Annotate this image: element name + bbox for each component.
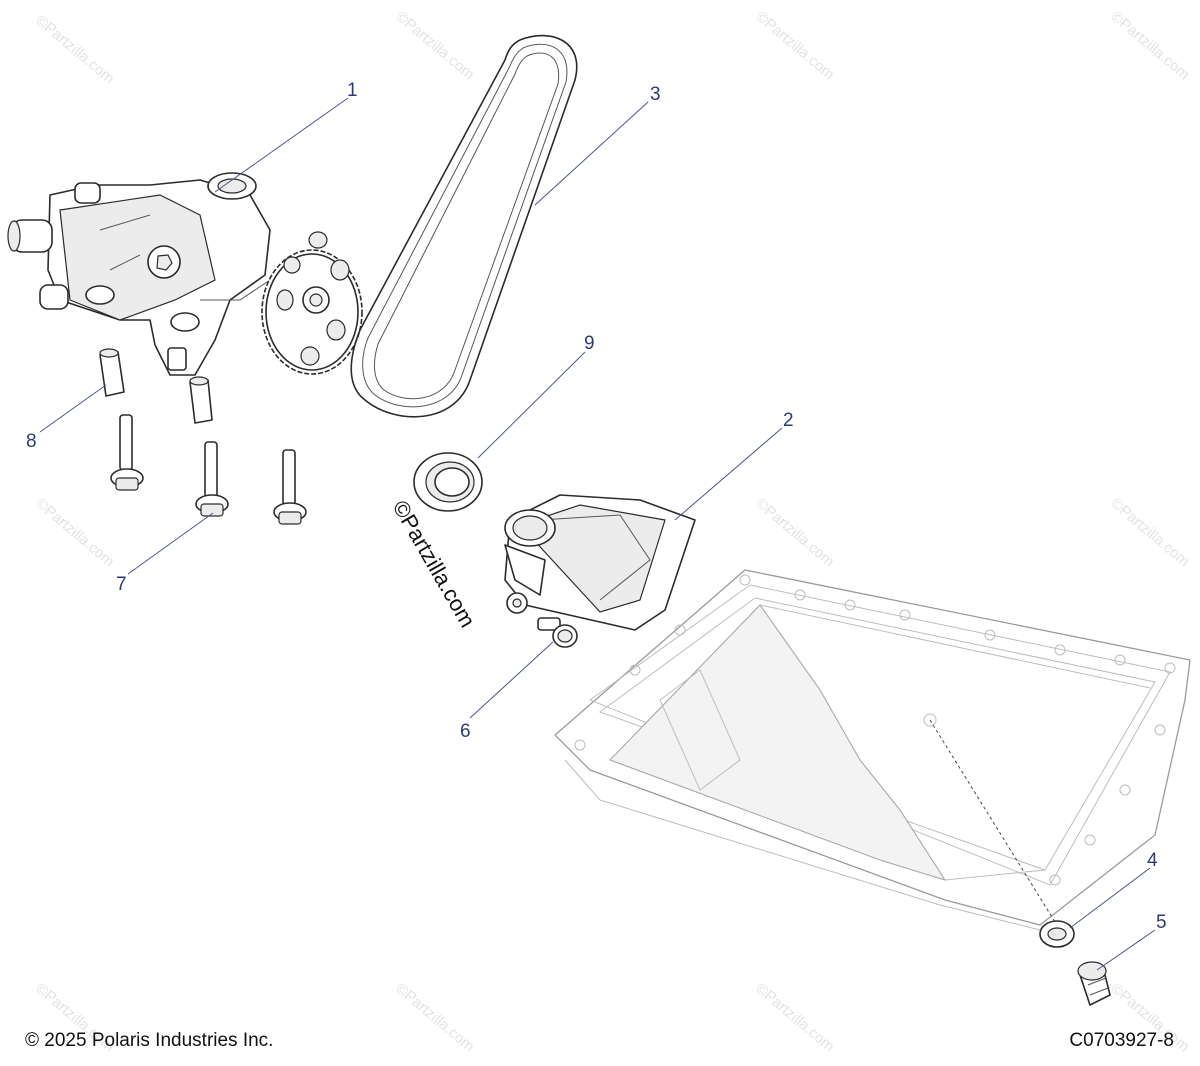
watermark-faint: ©Partzilla.com	[752, 8, 837, 83]
oil-pickup-screen	[504, 494, 696, 631]
callout-4: 4	[1147, 850, 1158, 871]
watermark-faint: ©Partzilla.com	[1107, 495, 1192, 570]
pump-bolts	[110, 414, 307, 525]
copyright-notice: © 2025 Polaris Industries Inc.	[25, 1030, 274, 1051]
seal-ring	[413, 452, 483, 512]
dowel-pins	[99, 348, 213, 424]
bolt	[195, 441, 229, 517]
screen-bolt	[537, 617, 578, 648]
callout-2: 2	[783, 410, 794, 431]
watermark-faint: ©Partzilla.com	[1107, 8, 1192, 83]
leader-lines	[39, 97, 1156, 971]
drain-plug	[1077, 961, 1111, 1006]
sprocket	[261, 231, 363, 375]
callout-6: 6	[460, 721, 471, 742]
drain-washer	[1039, 920, 1075, 948]
callout-3: 3	[650, 84, 661, 105]
callout-7: 7	[116, 574, 127, 595]
oil-pump	[7, 172, 271, 376]
callout-9: 9	[584, 333, 595, 354]
watermark-faint: ©Partzilla.com	[32, 495, 117, 570]
drain-centerline	[929, 719, 1061, 931]
watermark-faint: ©Partzilla.com	[392, 8, 477, 83]
diagram-code: C0703927-8	[1069, 1030, 1174, 1051]
watermark-faint: ©Partzilla.com	[752, 980, 837, 1055]
callout-8: 8	[26, 431, 37, 452]
oil-pan	[554, 569, 1191, 931]
watermark-faint: ©Partzilla.com	[392, 980, 477, 1055]
drive-belt	[350, 34, 578, 418]
flange-holes	[574, 574, 1176, 886]
callout-5: 5	[1156, 912, 1167, 933]
callout-1: 1	[347, 80, 358, 101]
callout-labels: 1 2 3 4 5 6 7 8 9	[26, 80, 1167, 933]
watermark-faint: ©Partzilla.com	[32, 12, 117, 87]
watermark-main: ©Partzilla.com	[388, 496, 481, 632]
watermark-faint: ©Partzilla.com	[752, 495, 837, 570]
bolt	[273, 449, 307, 525]
bolt	[110, 414, 144, 491]
